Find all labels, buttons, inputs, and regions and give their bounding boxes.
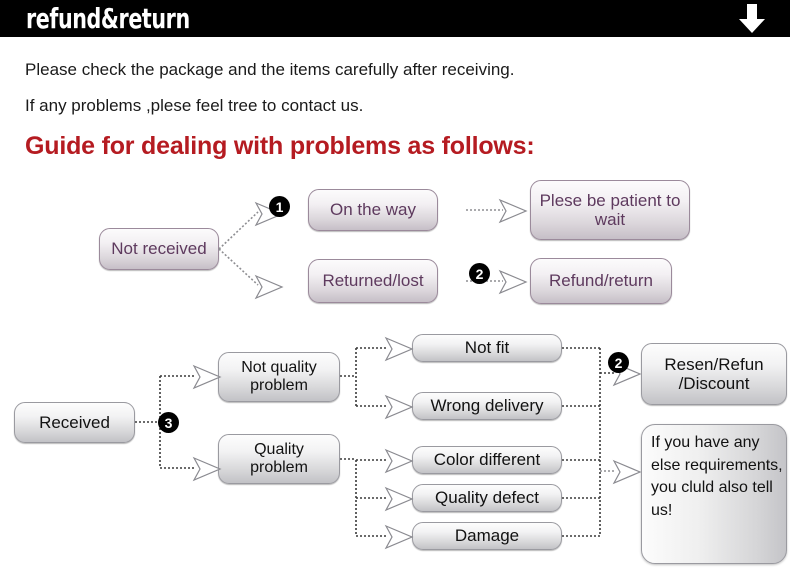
node-not-quality-problem: Not quality problem bbox=[218, 352, 340, 402]
node-refund-return: Refund/return bbox=[530, 258, 672, 304]
guide-heading: Guide for dealing with problems as follo… bbox=[25, 132, 535, 160]
badge-2-section1: 2 bbox=[469, 263, 490, 284]
note-extra-requirements: If you have any else requirements, you c… bbox=[641, 424, 787, 564]
node-damage: Damage bbox=[412, 522, 562, 550]
node-wrong-delivery: Wrong delivery bbox=[412, 392, 562, 420]
header-bar: refund&return bbox=[0, 0, 790, 37]
node-not-fit: Not fit bbox=[412, 334, 562, 362]
intro-line-2: If any problems ,plese feel tree to cont… bbox=[25, 96, 364, 115]
arrow-down-icon bbox=[739, 4, 765, 33]
node-color-different: Color different bbox=[412, 446, 562, 474]
badge-3: 3 bbox=[158, 412, 179, 433]
node-quality-defect: Quality defect bbox=[412, 484, 562, 512]
badge-2-section2: 2 bbox=[608, 352, 629, 373]
node-resend-refund-discount: Resen/Refun /Discount bbox=[641, 343, 787, 405]
badge-1: 1 bbox=[269, 196, 290, 217]
node-received: Received bbox=[14, 402, 135, 443]
node-not-received: Not received bbox=[99, 228, 219, 270]
node-on-the-way: On the way bbox=[308, 189, 438, 231]
node-returned-lost: Returned/lost bbox=[308, 259, 438, 303]
page-title: refund&return bbox=[26, 2, 190, 35]
node-quality-problem: Quality problem bbox=[218, 434, 340, 484]
node-please-be-patient: Plese be patient to wait bbox=[530, 180, 690, 240]
intro-line-1: Please check the package and the items c… bbox=[25, 60, 515, 79]
